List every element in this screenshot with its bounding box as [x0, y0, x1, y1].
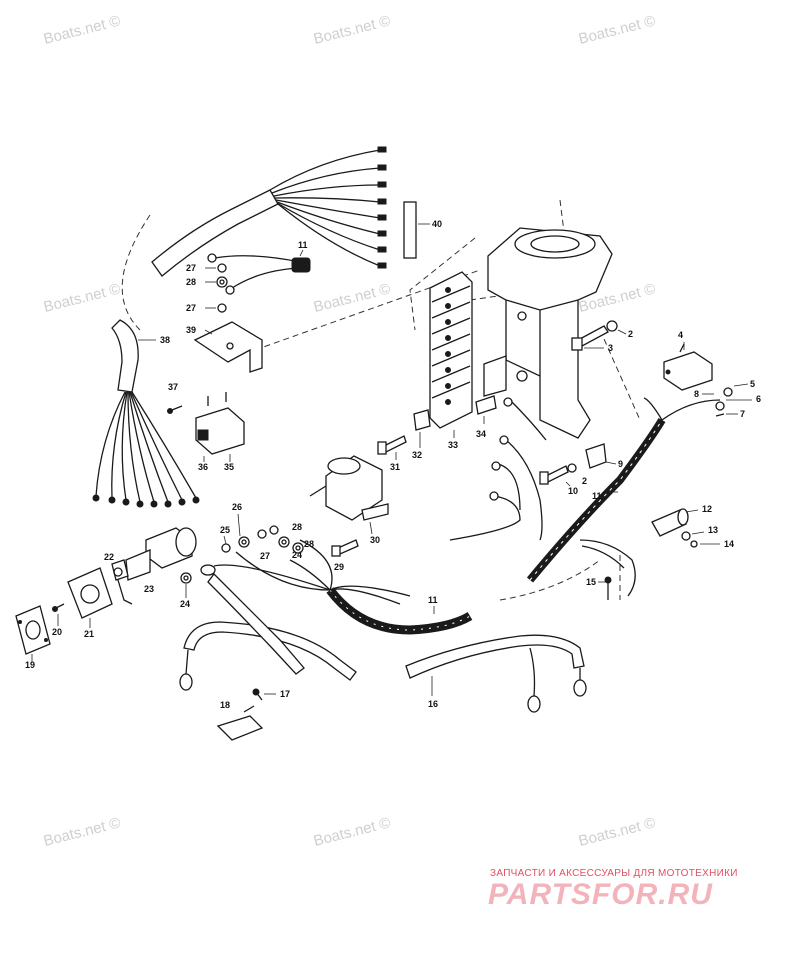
bolt-3: [571, 320, 618, 351]
brand-tagline: ЗАПЧАСТИ И АКСЕССУАРЫ ДЛЯ МОТОТЕХНИКИ: [490, 868, 738, 879]
callout-11-c: 11: [592, 491, 602, 501]
ignition-switch-23: [111, 527, 197, 605]
solenoid-30: [309, 455, 389, 521]
callout-5: 5: [750, 379, 755, 389]
bolt-31: [377, 435, 407, 455]
bolt-10: [539, 463, 577, 485]
callout-28: 28: [186, 277, 196, 287]
wire-harness-upper: [151, 146, 387, 277]
callout-21: 21: [84, 629, 94, 639]
callout-6: 6: [756, 394, 761, 404]
callout-28-c: 28: [304, 539, 314, 549]
callout-25: 25: [220, 525, 230, 535]
callout-24: 24: [180, 599, 190, 609]
callout-32: 32: [412, 450, 422, 460]
bracket-39: [193, 321, 263, 373]
small-brackets: [413, 395, 607, 469]
callout-11: 11: [298, 240, 308, 250]
brand-logo-text: PARTSFOR.RU: [488, 878, 713, 911]
callout-8: 8: [694, 389, 699, 399]
mount-plate-21: [67, 567, 113, 619]
watermark: Boats.net ©: [42, 12, 122, 48]
callout-33: 33: [448, 440, 458, 450]
washers: [216, 263, 228, 313]
circuit-breaker-35: [167, 392, 245, 455]
callout-18: 18: [220, 700, 230, 710]
bolt-15: [604, 576, 612, 600]
screw-17: [252, 688, 263, 701]
callout-15: 15: [586, 577, 596, 587]
callout-35: 35: [224, 462, 234, 472]
partsfor-brand: ЗАПЧАСТИ И АКСЕССУАРЫ ДЛЯ МОТОТЕХНИКИ PA…: [488, 868, 738, 911]
clip-18: [216, 705, 264, 741]
callout-20: 20: [52, 627, 62, 637]
callout-2: 2: [628, 329, 633, 339]
callout-27: 27: [186, 263, 196, 273]
callout-9: 9: [618, 459, 623, 469]
callout-36: 36: [198, 462, 208, 472]
terminal-block-33: [429, 271, 473, 429]
watermark: Boats.net ©: [312, 280, 392, 316]
watermark: Boats.net ©: [577, 814, 657, 850]
callout-17: 17: [280, 689, 290, 699]
callout-26: 26: [232, 502, 242, 512]
mounting-casting: [483, 227, 613, 439]
wire-leads-center: [449, 397, 547, 541]
battery-cable-right: [405, 634, 587, 713]
callout-19: 19: [25, 660, 35, 670]
wire-harness-11-right: [526, 397, 721, 597]
watermark: Boats.net ©: [42, 814, 122, 850]
callout-34: 34: [476, 429, 486, 439]
callout-layer: 40 11 27 28 27 39 38 37 36 35 33 34 31 3…: [25, 219, 761, 710]
capacitor-12: [651, 508, 698, 548]
callout-31: 31: [390, 462, 400, 472]
switch-4: [663, 343, 733, 417]
ground-lead: [200, 564, 305, 675]
callout-11-b: 11: [428, 595, 438, 605]
callout-30: 30: [370, 535, 380, 545]
watermark: Boats.net ©: [577, 12, 657, 48]
watermark: Boats.net ©: [42, 280, 122, 316]
watermark: Boats.net ©: [312, 12, 392, 48]
callout-38: 38: [160, 335, 170, 345]
callout-23: 23: [144, 584, 154, 594]
wire-harness-lower: [92, 319, 200, 508]
callout-37: 37: [168, 382, 178, 392]
callout-27-b: 27: [186, 303, 196, 313]
callout-3: 3: [608, 343, 613, 353]
callout-13: 13: [708, 525, 718, 535]
callout-14: 14: [724, 539, 734, 549]
callout-29: 29: [334, 562, 344, 572]
screw-20: [52, 603, 65, 612]
callout-7: 7: [740, 409, 745, 419]
callout-28-b: 28: [292, 522, 302, 532]
wire-lead-11: [207, 253, 311, 295]
wire-harness-11-center: [213, 539, 473, 635]
callout-12: 12: [702, 504, 712, 514]
watermark: Boats.net ©: [312, 814, 392, 850]
callout-27-c: 27: [260, 551, 270, 561]
callout-4: 4: [678, 330, 683, 340]
callout-10: 10: [568, 486, 578, 496]
callout-40: 40: [432, 219, 442, 229]
callout-22: 22: [104, 552, 114, 562]
bolt-29: [331, 539, 359, 557]
callout-24-b: 24: [292, 550, 302, 560]
mount-plate-19: [15, 605, 51, 655]
callout-16: 16: [428, 699, 438, 709]
label-tag-40: [403, 201, 417, 259]
callout-39: 39: [186, 325, 196, 335]
washers-center: [180, 525, 304, 584]
callout-2-b: 2: [582, 476, 587, 486]
